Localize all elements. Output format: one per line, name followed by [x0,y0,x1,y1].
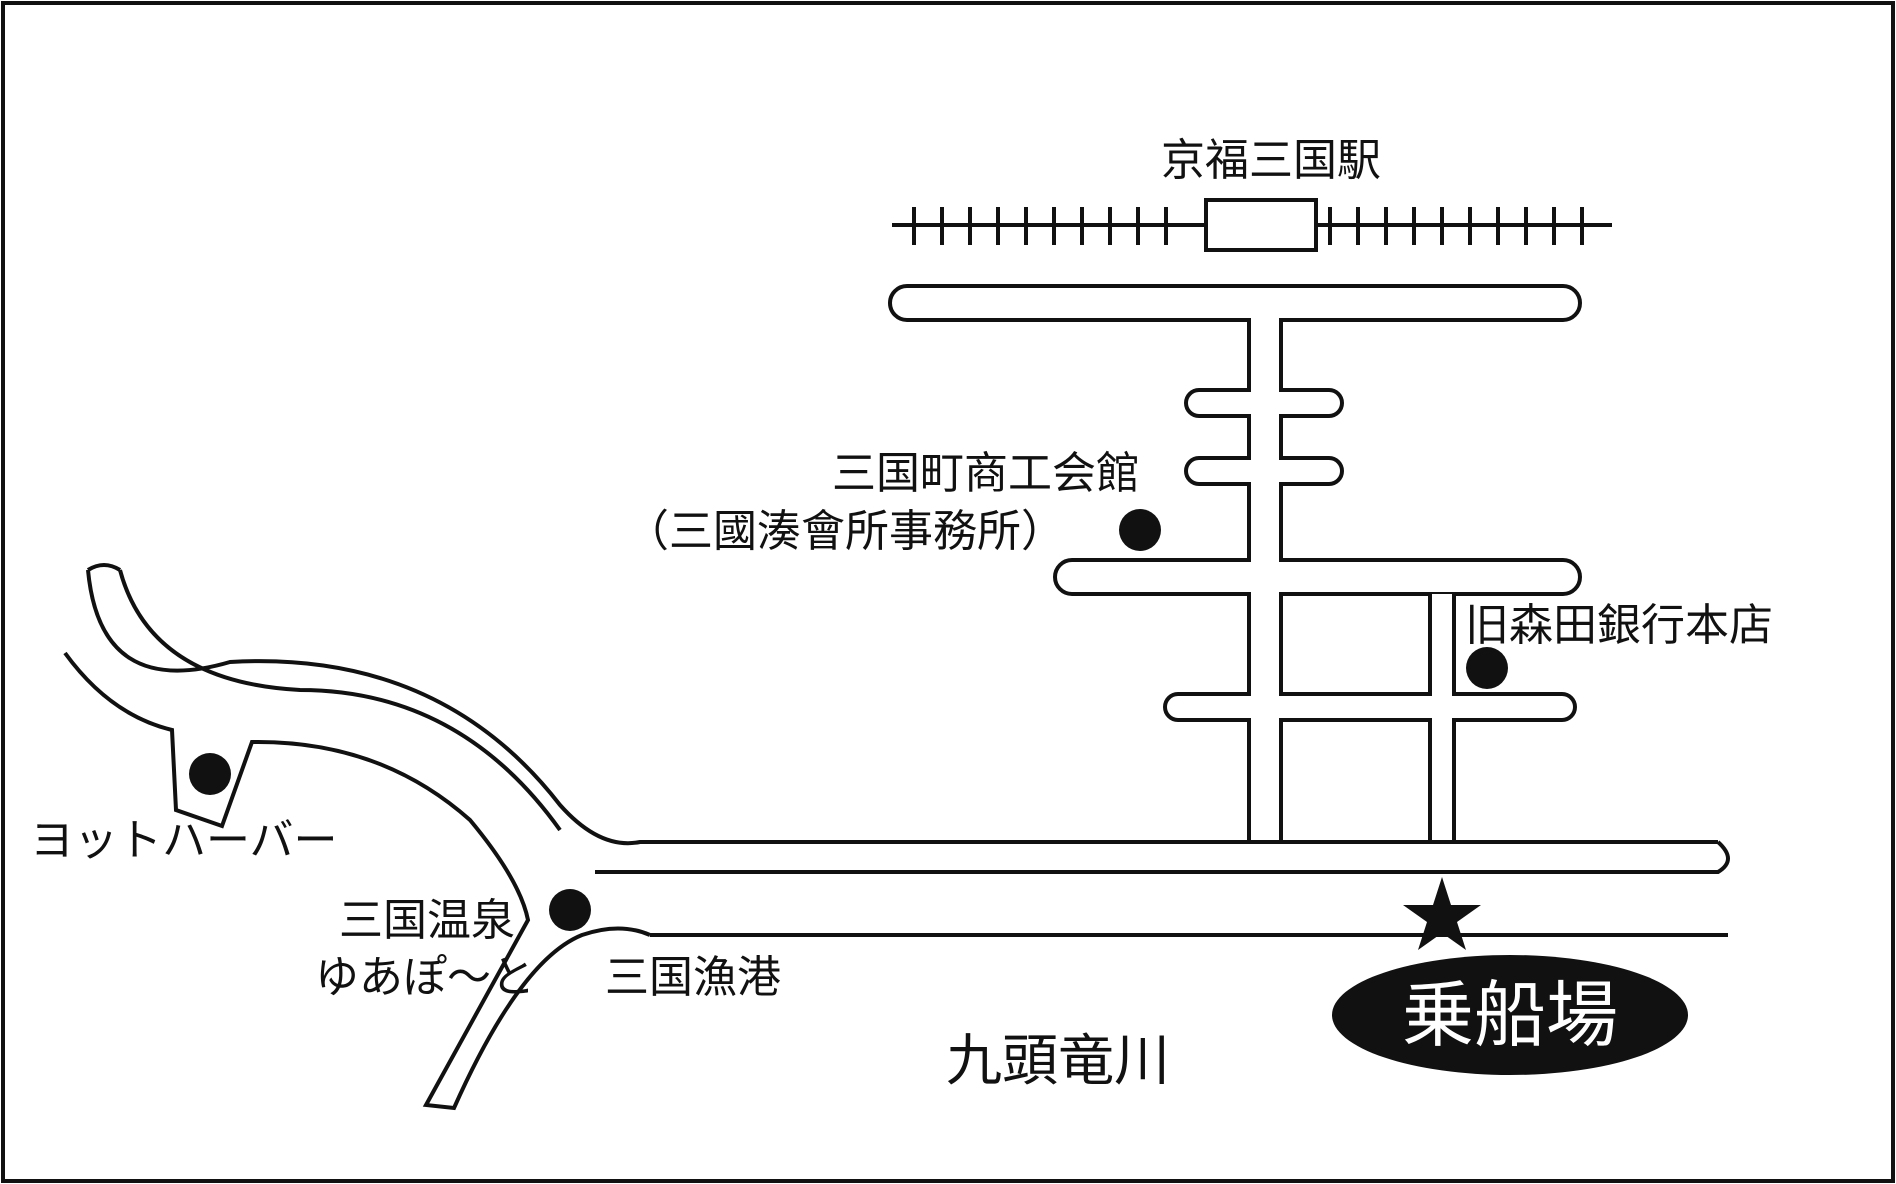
road-middle [1053,558,1582,596]
location-dot-icon [1119,509,1161,551]
road-lower [1163,692,1577,722]
station-box-icon [1204,198,1318,252]
pier-label: 乗船場 [1402,973,1618,1057]
yacht-harbor-label: ヨットハーバー [30,815,338,866]
fishing-port-label: 三国漁港 [605,952,781,1003]
commerce-hall-alt-label: （三國湊會所事務所） [625,506,1065,557]
harbor-jetty [63,651,651,1111]
coast-road-south-edge [595,840,1730,874]
old-bank-label: 旧森田銀行本店 [1465,600,1773,651]
onsen-label: 三国温泉 [339,895,515,946]
road-top [888,284,1582,322]
pier-badge [1332,955,1688,1075]
location-dot-icon [189,753,231,795]
coast-road-north-edge [86,569,1718,846]
coast-road-inner [118,569,562,832]
onsen-name-label: ゆあぽ～と [315,952,535,1003]
station-label: 京福三国駅 [1161,135,1381,186]
location-dot-icon [549,889,591,931]
star-icon [1403,877,1481,950]
commerce-hall-label: 三国町商工会館 [832,448,1140,499]
location-dot-icon [1466,647,1508,689]
river-label: 九頭竜川 [946,1029,1170,1094]
